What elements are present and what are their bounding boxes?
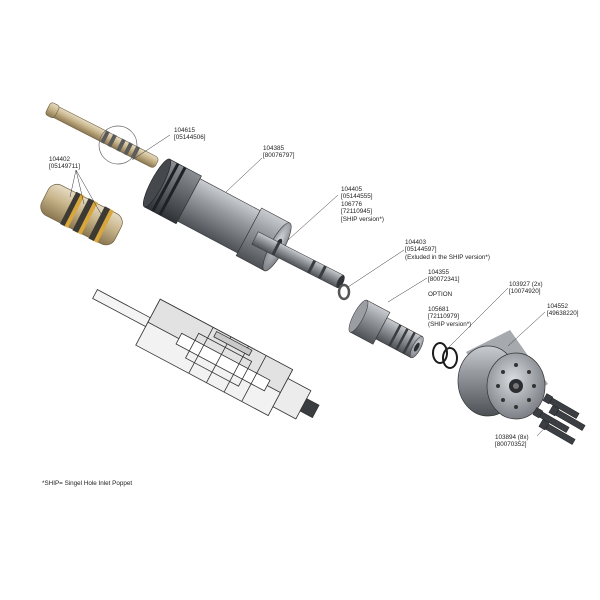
callout-104402: 104402[05149711] xyxy=(49,156,80,171)
leader-lines xyxy=(131,134,553,437)
callout-line: 104552 xyxy=(547,303,569,310)
callout-line: (Exluded in the SHIP version*) xyxy=(405,253,490,261)
callout-line: [72110979] xyxy=(428,313,460,321)
endcap-104552 xyxy=(457,330,548,420)
callout-line: [10074920] xyxy=(509,288,541,296)
callout-line: [05144597] xyxy=(405,246,437,254)
callout-line: 104402 xyxy=(49,156,71,163)
callout-line: 106776 xyxy=(341,200,363,208)
callout-line xyxy=(428,284,471,291)
callout-line: 105681 xyxy=(428,306,450,314)
ring-104403 xyxy=(337,283,351,301)
footnote: *SHIP= Singel Hole Inlet Poppet xyxy=(42,480,133,487)
callout-104615: 104615[05144506] xyxy=(174,127,206,142)
callout-line: 104405 xyxy=(341,186,363,193)
body-104385 xyxy=(142,158,292,272)
poppet-104355 xyxy=(348,299,424,359)
callout-line: [SHIP version*) xyxy=(341,215,384,223)
callout-line: 104355 xyxy=(428,269,450,276)
orings-103927 xyxy=(432,342,458,369)
shaft-104615 xyxy=(45,102,159,168)
callout-line: 103927 (2x) xyxy=(509,281,543,288)
callout-line: [80070352] xyxy=(495,441,527,449)
callout-line: 104615 xyxy=(174,127,196,134)
callout-line: [05144555] xyxy=(341,193,373,201)
callout-line: [80076797] xyxy=(263,152,295,160)
callout-103894: 103894 (8x)[80070352] xyxy=(495,434,529,449)
callout-104403: 104403[05144597](Exluded in the SHIP ver… xyxy=(405,239,490,261)
callout-line: (SHIP version*) xyxy=(428,320,472,328)
callout-104405: 104405[05144555]106776[72110945][SHIP ve… xyxy=(341,186,384,223)
shaft-detail-104402 xyxy=(40,169,123,246)
callout-104355: 104355[80072341] OPTION 105681[72110979]… xyxy=(428,269,471,328)
cross-section-assembly xyxy=(92,289,320,420)
callout-line: OPTION xyxy=(428,291,453,299)
callout-103927: 103927 (2x)[10074920] xyxy=(509,281,543,296)
callout-104385: 104385[80076797] xyxy=(263,145,295,160)
screws-103894 xyxy=(532,393,586,445)
callout-line: [72110945] xyxy=(341,208,373,216)
callout-line: [05144506] xyxy=(174,134,206,142)
callout-104552: 104552[49638220] xyxy=(547,303,579,318)
callout-line: [49638220] xyxy=(547,310,579,318)
callout-line: [80072341] xyxy=(428,276,460,284)
rod-104405 xyxy=(251,231,345,289)
callout-line xyxy=(428,299,471,306)
callout-line: [05149711] xyxy=(49,163,81,171)
callout-line: 104403 xyxy=(405,239,427,246)
callout-line: 104385 xyxy=(263,145,285,152)
callout-line: 103894 (8x) xyxy=(495,434,529,441)
